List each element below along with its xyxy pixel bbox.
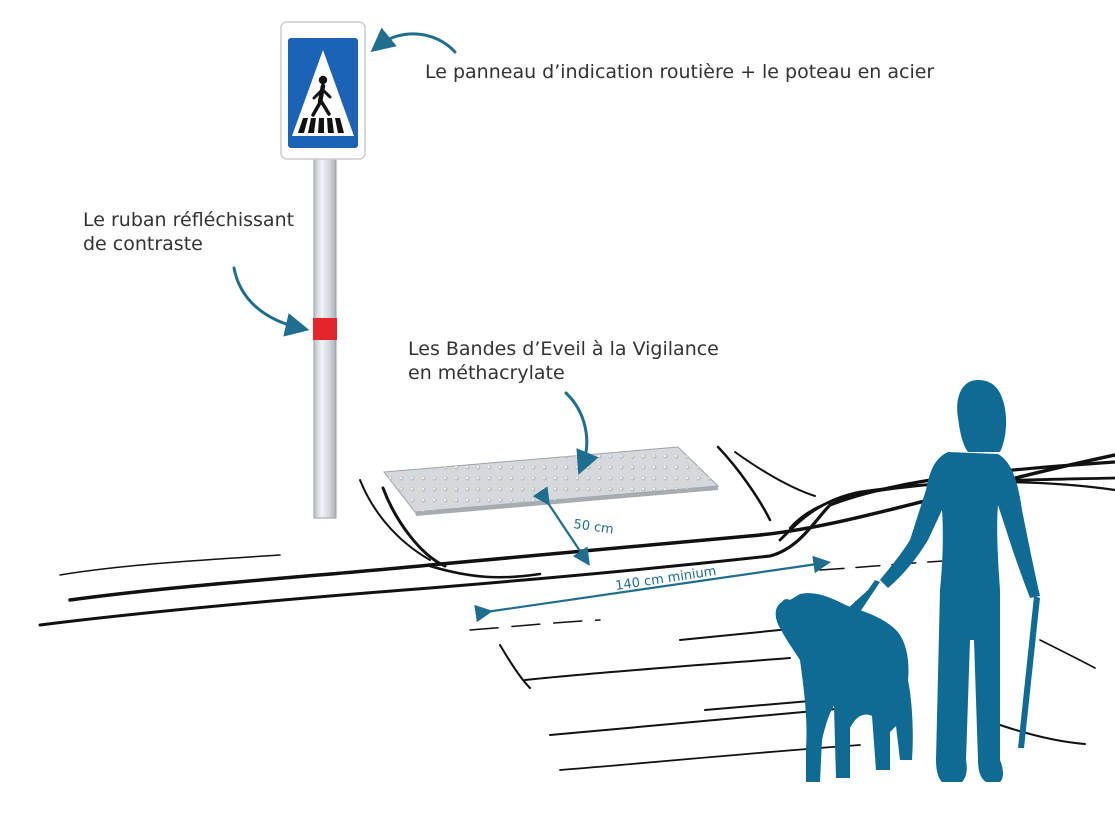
caption-sign-text: Le panneau d’indication routière + le po… xyxy=(425,61,935,83)
callout-arrow-sign xyxy=(370,27,457,54)
pedestrian-crossing-sign xyxy=(280,21,366,160)
dimension-width-label: 140 cm minium xyxy=(614,564,717,594)
guide-dog-silhouette xyxy=(775,580,913,782)
caption-ribbon-line1: Le ruban réfléchissant xyxy=(83,209,295,231)
caption-sign-and-pole: Le panneau d’indication routière + le po… xyxy=(425,60,934,84)
caption-reflective-ribbon: Le ruban réfléchissant de contraste xyxy=(83,208,294,256)
caption-ribbon-line2: de contraste xyxy=(83,233,203,255)
callout-arrow-bev xyxy=(564,391,599,475)
pedestrian-icon xyxy=(311,75,332,117)
caption-bev-line2: en méthacrylate xyxy=(408,362,565,384)
dimension-depth-label: 50 cm xyxy=(572,517,614,537)
visually-impaired-person-silhouette xyxy=(880,380,1040,782)
sign-pole xyxy=(313,149,337,519)
reflective-ribbon xyxy=(313,318,337,340)
dimension-depth: 50 cm xyxy=(532,486,615,566)
caption-tactile-strip: Les Bandes d’Eveil à la Vigilance en mét… xyxy=(408,337,719,385)
callout-arrow-ribbon xyxy=(232,266,310,337)
caption-bev-line1: Les Bandes d’Eveil à la Vigilance xyxy=(408,338,719,360)
dimension-width: 140 cm minium xyxy=(474,555,831,623)
